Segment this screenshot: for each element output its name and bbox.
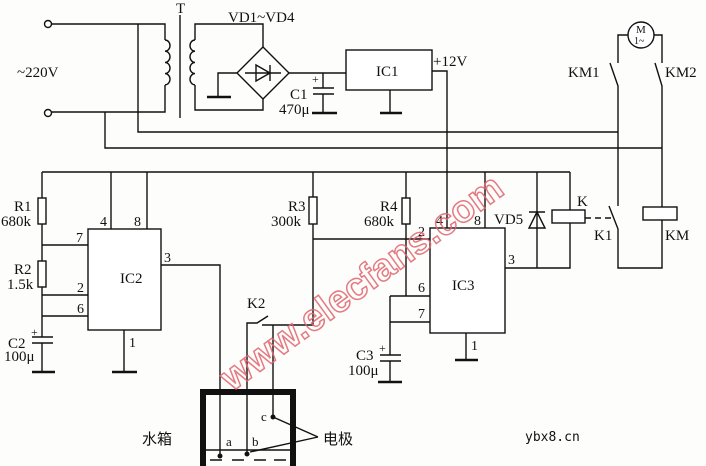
vd5-label: VD5 bbox=[494, 212, 523, 228]
ic3-pin4: 4 bbox=[436, 214, 443, 229]
relay-k-label: K bbox=[577, 194, 588, 210]
diode-vd5 bbox=[527, 210, 547, 229]
km-coil bbox=[642, 206, 678, 221]
bridge-rectifier bbox=[207, 46, 346, 100]
tank-label: 水箱 bbox=[142, 430, 172, 448]
resistor-r3 bbox=[308, 196, 318, 225]
c1-value: 470μ bbox=[279, 102, 310, 118]
r1-label: R1 bbox=[14, 199, 32, 215]
electrodes-label: 电极 bbox=[323, 430, 353, 448]
c3-plus: + bbox=[379, 341, 386, 355]
c2-plus: + bbox=[31, 325, 38, 339]
r2-label: R2 bbox=[14, 262, 32, 278]
k1-contact bbox=[608, 205, 663, 269]
motor-phase: 1~ bbox=[634, 36, 645, 47]
bridge-label: VD1~VD4 bbox=[228, 10, 295, 26]
r2-value: 1.5k bbox=[7, 277, 34, 293]
k1-label: K1 bbox=[594, 228, 612, 244]
transformer-label: T bbox=[176, 1, 185, 17]
resistor-r1 bbox=[37, 197, 47, 225]
ic2-pin7: 7 bbox=[76, 231, 83, 246]
ic3-label: IC3 bbox=[452, 278, 475, 294]
regulator-ic1 bbox=[345, 49, 433, 91]
timer-ic3 bbox=[429, 227, 506, 334]
svg-text:+: + bbox=[312, 72, 319, 86]
km2-label: KM2 bbox=[665, 65, 697, 81]
r1-value: 680k bbox=[1, 214, 32, 230]
motor bbox=[585, 21, 678, 269]
ic3-pin8: 8 bbox=[474, 214, 481, 229]
k2-label: K2 bbox=[247, 296, 265, 312]
ic3-pin6: 6 bbox=[418, 281, 425, 296]
supply-label: +12V bbox=[433, 54, 467, 70]
electrode-c: c bbox=[261, 409, 267, 424]
km2-contact bbox=[654, 62, 663, 207]
primary-coil bbox=[164, 39, 171, 86]
site-mark: ybx8.cn bbox=[525, 430, 580, 445]
secondary-coil bbox=[189, 39, 196, 86]
c2-value: 100μ bbox=[4, 349, 35, 365]
resistor-r4 bbox=[401, 197, 411, 225]
capacitor-c2 bbox=[32, 336, 53, 372]
ic2-pin8: 8 bbox=[134, 215, 141, 230]
ic3-pin1: 1 bbox=[471, 339, 478, 354]
ic3-pin3: 3 bbox=[508, 253, 515, 268]
c3-value: 100μ bbox=[348, 363, 379, 379]
mains-label: ~220V bbox=[17, 65, 59, 81]
relay-k-coil bbox=[551, 209, 586, 224]
ic2-pin4: 4 bbox=[100, 215, 107, 230]
ic2-pin3: 3 bbox=[164, 251, 171, 266]
r4-label: R4 bbox=[380, 199, 398, 215]
ic3-pin7: 7 bbox=[418, 307, 425, 322]
km1-contact bbox=[609, 62, 619, 206]
capacitor-c1: + bbox=[312, 72, 337, 115]
electrode-a: a bbox=[226, 434, 232, 449]
water-tank bbox=[200, 389, 319, 466]
ic1-label: IC1 bbox=[376, 64, 399, 80]
ic2-pin1: 1 bbox=[129, 336, 136, 351]
c3-label: C3 bbox=[356, 348, 374, 364]
motor-m: M bbox=[636, 24, 646, 36]
resistor-r2 bbox=[37, 260, 47, 288]
ic2-pin2: 2 bbox=[77, 281, 84, 296]
mains-input bbox=[43, 15, 662, 149]
km1-label: KM1 bbox=[568, 65, 600, 81]
c1-label: C1 bbox=[290, 87, 308, 103]
r3-label: R3 bbox=[288, 199, 306, 215]
ic2-label: IC2 bbox=[120, 271, 143, 287]
r3-value: 300k bbox=[271, 214, 302, 230]
km-label: KM bbox=[665, 228, 689, 244]
r4-value: 680k bbox=[364, 214, 395, 230]
ic2-pin6: 6 bbox=[77, 302, 84, 317]
ic3-pin2: 2 bbox=[418, 225, 425, 240]
c2-label: C2 bbox=[8, 336, 26, 352]
timer-ic2 bbox=[87, 228, 162, 331]
electrode-b: b bbox=[252, 434, 259, 449]
